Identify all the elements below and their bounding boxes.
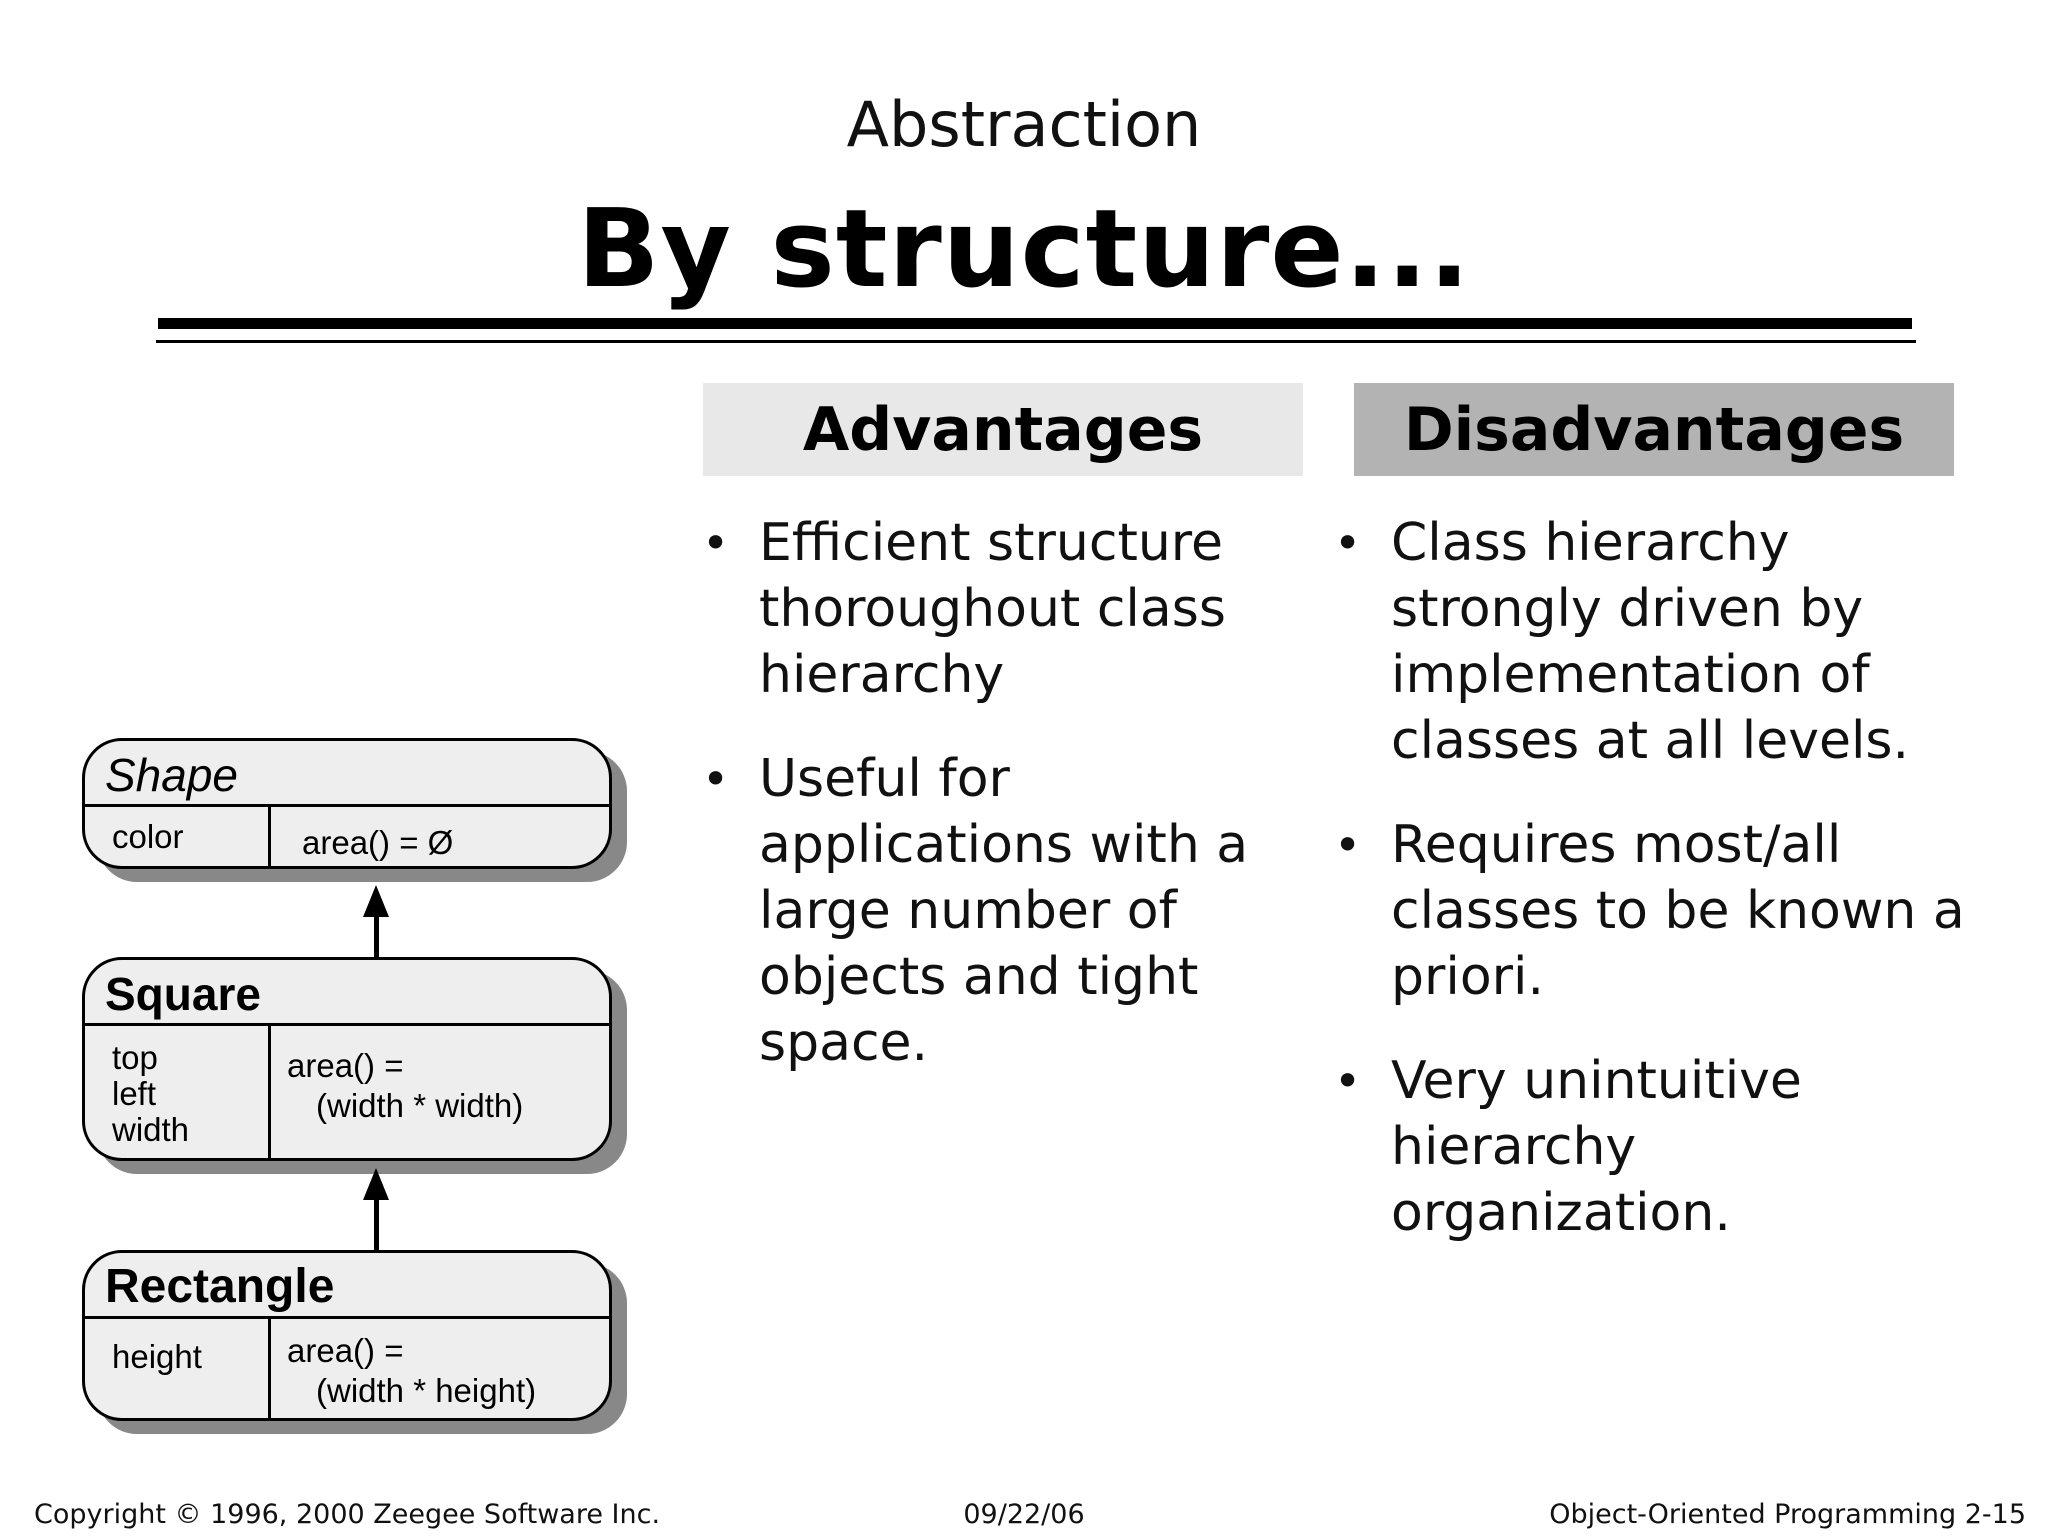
bullet-icon: • [1334, 1054, 1362, 1108]
class-name: Shape [85, 741, 609, 807]
title-rule-thick [158, 318, 1912, 329]
class-name: Rectangle [85, 1253, 609, 1319]
advantages-list: • Efficient structure thoroughout class h… [702, 510, 1302, 1114]
bullet-text: Very unintuitive hierarchy organization. [1391, 1051, 1802, 1243]
attribute: left [112, 1075, 157, 1112]
title-rule-thin [156, 340, 1916, 343]
arrow-shaft [373, 917, 379, 987]
bullet-icon: • [702, 752, 730, 806]
class-attributes: color [85, 807, 271, 866]
bullet-icon: • [702, 516, 730, 570]
list-item: • Efficient structure thoroughout class h… [702, 510, 1302, 708]
attribute: color [112, 818, 184, 855]
class-attributes: top left width [85, 1026, 271, 1158]
list-item: • Requires most/all classes to be known a… [1334, 812, 1974, 1010]
bullet-icon: • [1334, 516, 1362, 570]
class-body: top left width area() = (width * width) [85, 1026, 609, 1158]
bullet-text: Efficient structure thoroughout class hi… [759, 513, 1226, 705]
bullet-text: Useful for applications with a large num… [759, 749, 1249, 1073]
disadvantages-heading: Disadvantages [1354, 383, 1954, 476]
class-name: Square [85, 960, 609, 1026]
attribute: width [112, 1111, 190, 1148]
operation: area() = [287, 1332, 404, 1369]
footer-page: Object-Oriented Programming 2-15 [1549, 1499, 2026, 1530]
arrow-head-icon [363, 885, 389, 917]
bullet-icon: • [1334, 818, 1362, 872]
class-body: height area() = (width * height) [85, 1319, 609, 1418]
bullet-text: Requires most/all classes to be known a … [1391, 815, 1965, 1007]
slide-supertitle: Abstraction [846, 88, 1202, 161]
footer-date: 09/22/06 [963, 1499, 1085, 1530]
operation-continued: (width * height) [316, 1372, 537, 1409]
bullet-text: Class hierarchy strongly driven by imple… [1391, 513, 1910, 771]
class-attributes: height [85, 1319, 271, 1418]
list-item: • Useful for applications with a large nu… [702, 746, 1302, 1076]
disadvantages-list: • Class hierarchy strongly driven by impl… [1334, 510, 1974, 1284]
class-box-rectangle: Rectangle height area() = (width * heigh… [82, 1250, 612, 1421]
class-body: color area() = Ø [85, 807, 609, 866]
arrow-shaft [373, 1200, 379, 1280]
advantages-heading: Advantages [703, 383, 1303, 476]
slide-title: By structure... [577, 187, 1471, 312]
operation-continued: (width * width) [316, 1087, 524, 1124]
operation: area() = Ø [302, 824, 454, 861]
inheritance-arrow [361, 1168, 391, 1280]
class-box-shape: Shape color area() = Ø [82, 738, 612, 869]
footer-copyright: Copyright © 1996, 2000 Zeegee Software I… [34, 1499, 661, 1530]
class-operations: area() = Ø [271, 807, 609, 866]
operation: area() = [287, 1047, 404, 1084]
class-box-square: Square top left width area() = (width * … [82, 957, 612, 1161]
class-operations: area() = (width * width) [271, 1026, 609, 1158]
list-item: • Class hierarchy strongly driven by impl… [1334, 510, 1974, 774]
arrow-head-icon [363, 1168, 389, 1200]
attribute: height [112, 1338, 202, 1375]
list-item: • Very unintuitive hierarchy organization… [1334, 1048, 1974, 1246]
attribute: top [112, 1039, 158, 1076]
inheritance-arrow [361, 885, 391, 987]
class-operations: area() = (width * height) [271, 1319, 609, 1418]
